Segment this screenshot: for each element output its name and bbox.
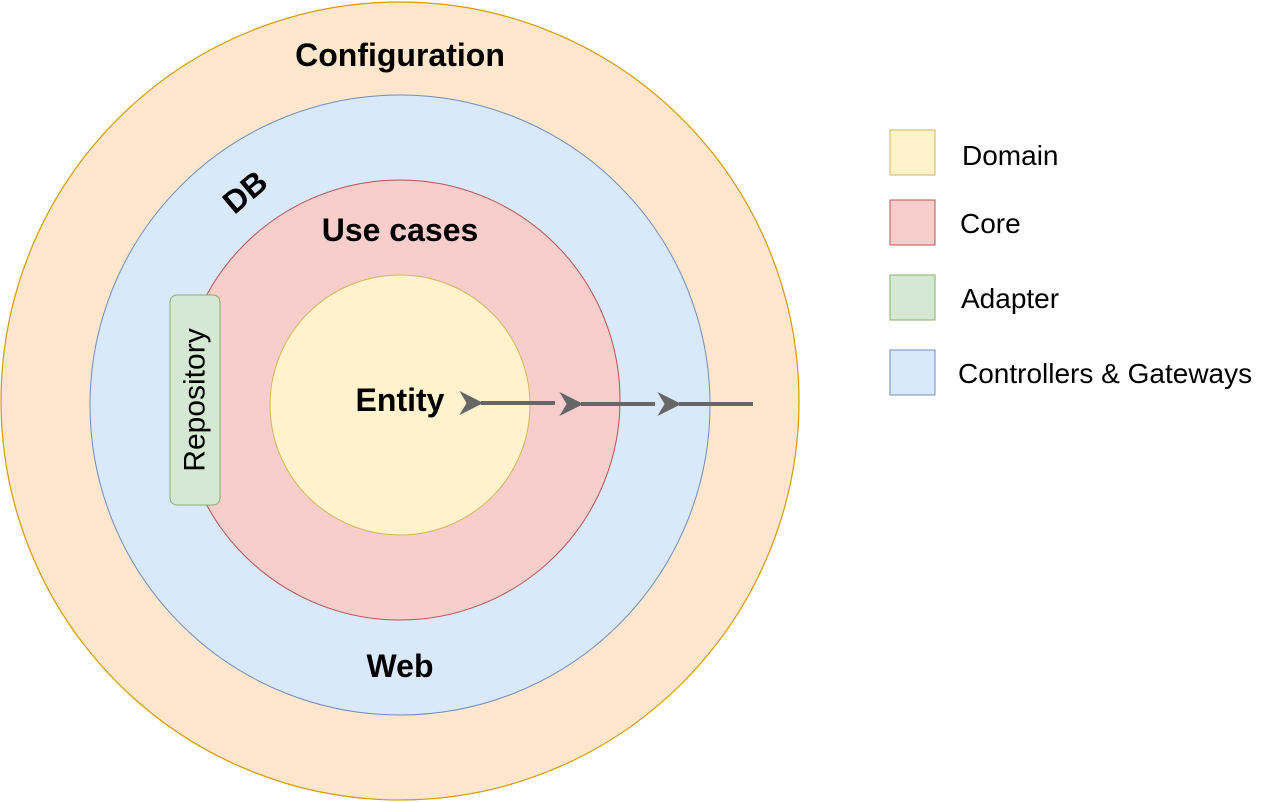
- legend-swatch-adapter: [889, 274, 936, 321]
- legend-label-core: Core: [960, 208, 1021, 239]
- legend-swatch-controllers: [889, 349, 936, 396]
- legend-label-adapter: Adapter: [961, 283, 1059, 314]
- legend-swatch-core: [889, 199, 936, 246]
- web-label: Web: [367, 648, 434, 684]
- repository-adapter: [169, 294, 221, 506]
- legend-label-domain: Domain: [962, 140, 1058, 171]
- repository-label: Repository: [179, 328, 212, 471]
- legend: Domain Core Adapter Controllers & Gatewa…: [889, 129, 1252, 396]
- configuration-label: Configuration: [295, 37, 505, 73]
- use-cases-label: Use cases: [322, 212, 479, 248]
- legend-label-controllers: Controllers & Gateways: [958, 358, 1252, 389]
- legend-swatch-domain: [889, 129, 936, 176]
- dependency-arrows: [459, 391, 753, 416]
- entity-label: Entity: [356, 382, 445, 418]
